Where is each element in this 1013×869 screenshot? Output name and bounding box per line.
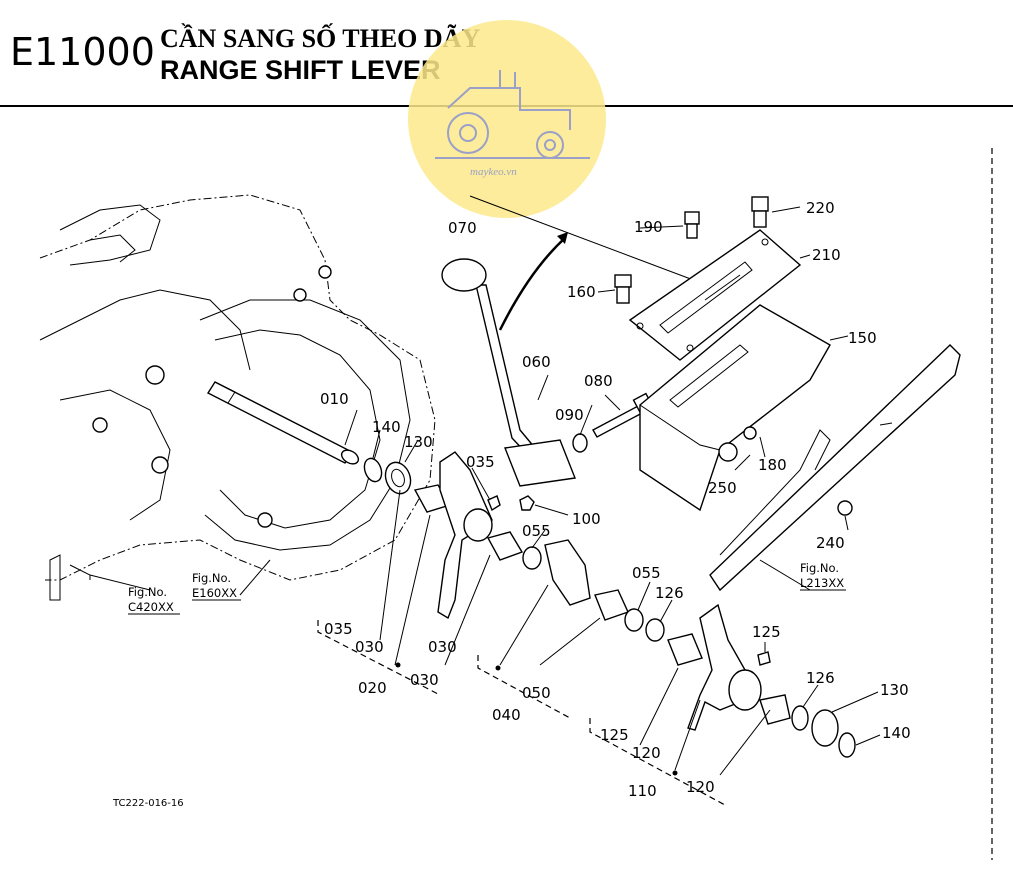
bolt-035 (487, 495, 501, 512)
knob-070 (441, 258, 487, 292)
label-160: 160 (567, 283, 596, 301)
lever-110 (687, 603, 762, 731)
svg-text:Fig.No.: Fig.No. (128, 585, 167, 599)
label-080: 080 (584, 372, 613, 390)
label-055a: 055 (522, 522, 551, 540)
part-labels: 010 140 130 035 055 070 060 080 090 100 … (320, 199, 911, 800)
spacer-090 (572, 433, 588, 453)
ring-055 (522, 546, 542, 570)
bushing-120b (759, 694, 791, 725)
label-035a: 035 (466, 453, 495, 471)
shaft-010 (206, 381, 360, 465)
ring-055b (624, 608, 644, 632)
label-140b: 140 (882, 724, 911, 742)
svg-text:Fig.No.: Fig.No. (192, 571, 231, 585)
label-140a: 140 (372, 418, 401, 436)
label-090: 090 (555, 406, 584, 424)
label-030b: 030 (428, 638, 457, 656)
label-126b: 126 (806, 669, 835, 687)
label-220: 220 (806, 199, 835, 217)
figref-l213: Fig.No. L213XX (800, 561, 846, 591)
bolt-125 (757, 651, 771, 666)
source-code: TC222-016-16 (112, 798, 184, 809)
bracket-020 (317, 620, 441, 696)
label-010: 010 (320, 390, 349, 408)
label-240: 240 (816, 534, 845, 552)
watermark-logo (408, 20, 606, 218)
nut-100 (519, 495, 535, 511)
frame-rail (709, 344, 961, 592)
tractor-icon (435, 70, 590, 159)
svg-text:Fig.No.: Fig.No. (800, 561, 839, 575)
nut-180 (743, 426, 757, 440)
bracket-110 (589, 718, 726, 806)
ring-126b (791, 705, 809, 731)
label-250: 250 (708, 479, 737, 497)
bolt-190 (684, 211, 700, 239)
label-150: 150 (848, 329, 877, 347)
shift-rod-060 (441, 258, 576, 487)
bracket-150 (639, 304, 831, 512)
title-vietnamese: CẦN SANG SỐ THEO DÃY (160, 24, 481, 53)
ring-126 (645, 618, 665, 642)
label-100: 100 (572, 510, 601, 528)
figref-e160: Fig.No. E160XX (192, 571, 241, 601)
label-020: 020 (358, 679, 387, 697)
label-190: 190 (634, 218, 663, 236)
label-040: 040 (492, 706, 521, 724)
transmission-case (39, 194, 436, 601)
label-120b: 120 (686, 778, 715, 796)
label-120a: 120 (632, 744, 661, 762)
washer-250 (718, 442, 738, 462)
bushing-030b (486, 531, 524, 561)
washer-130 (384, 461, 412, 495)
svg-text:E160XX: E160XX (192, 586, 237, 600)
label-126a: 126 (655, 584, 684, 602)
bushing-050 (594, 589, 629, 621)
svg-text:L213XX: L213XX (800, 576, 844, 590)
nut-240 (837, 500, 853, 516)
section-code: E11000 (10, 30, 155, 74)
label-130b: 130 (880, 681, 909, 699)
label-210: 210 (812, 246, 841, 264)
label-070: 070 (448, 219, 477, 237)
title-english: RANGE SHIFT LEVER (160, 55, 441, 85)
bushing-120 (667, 633, 703, 666)
bolt-160 (614, 274, 632, 304)
range-lever-020 (437, 451, 493, 620)
fork-050 (544, 539, 591, 606)
svg-text:C420XX: C420XX (128, 600, 174, 614)
washer-130b (811, 709, 839, 747)
leader-lines (344, 206, 881, 776)
label-050: 050 (522, 684, 551, 702)
label-035b: 035 (324, 620, 353, 638)
label-030c: 030 (410, 671, 439, 689)
guide-plate-210 (628, 229, 802, 361)
label-110: 110 (628, 782, 657, 800)
watermark-text: maykeo.vn (470, 166, 517, 178)
label-125a: 125 (752, 623, 781, 641)
bolt-080 (592, 404, 645, 438)
label-180: 180 (758, 456, 787, 474)
label-030a: 030 (355, 638, 384, 656)
motion-arrow (498, 237, 566, 331)
figref-c420: Fig.No. C420XX (128, 585, 180, 615)
bracket-040 (477, 655, 571, 719)
label-060: 060 (522, 353, 551, 371)
label-130a: 130 (404, 433, 433, 451)
label-125b: 125 (600, 726, 629, 744)
circlip-140b (838, 732, 856, 758)
bolt-220 (751, 196, 769, 228)
circlip-140 (363, 457, 383, 483)
label-055b: 055 (632, 564, 661, 582)
